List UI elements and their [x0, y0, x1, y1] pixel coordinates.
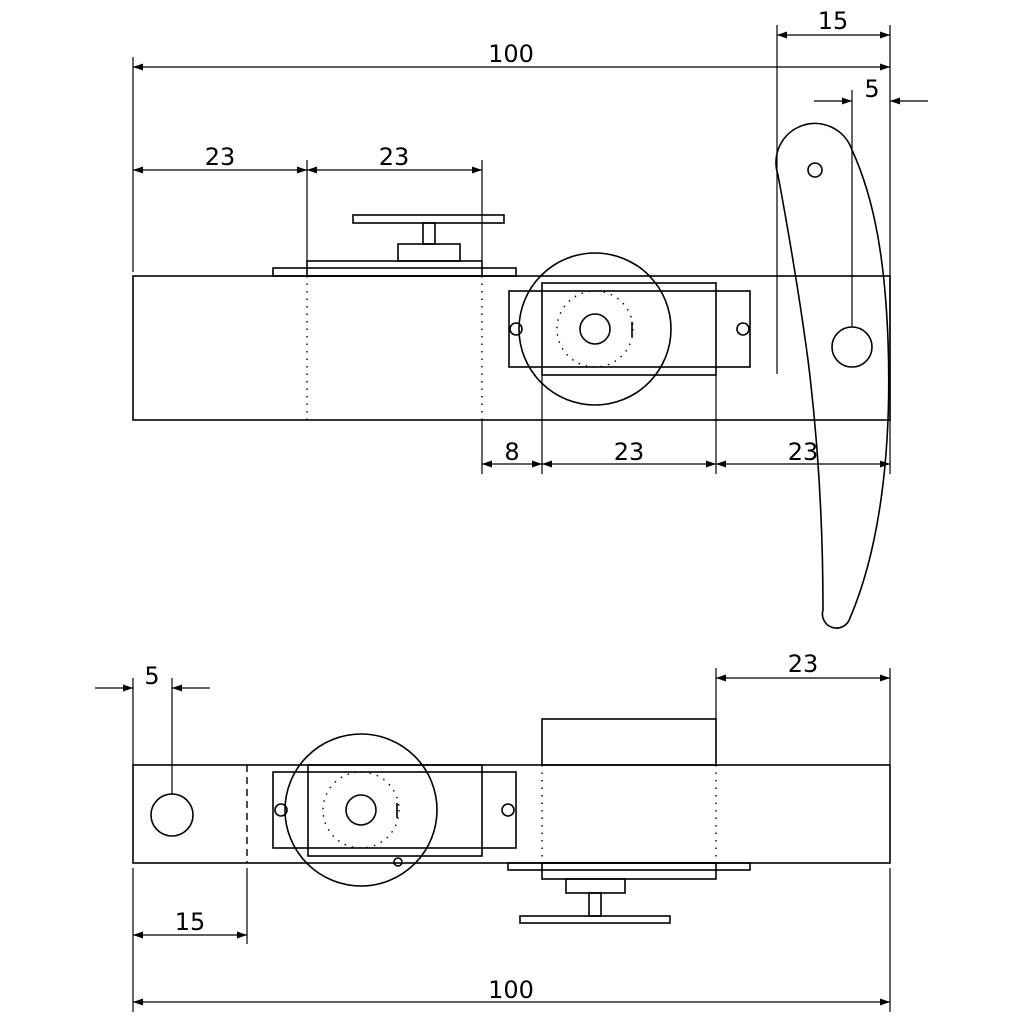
dim-label-pivot-offset: 5 — [864, 75, 879, 103]
servo-spline-circle — [556, 290, 634, 368]
servo-body — [541, 282, 717, 376]
dim-label-overall-width: 100 — [488, 40, 534, 68]
servo-mount-hole-right — [736, 322, 750, 336]
servo-horn-plate — [352, 214, 505, 224]
bottom-servo-spline-circle — [322, 771, 400, 849]
dim-label-middle-segment: 23 — [379, 143, 410, 171]
bottom-servo-tabs — [272, 771, 517, 849]
lower-servo-body — [541, 862, 717, 880]
servo-output-shaft — [579, 313, 611, 345]
bottom-pivot-hole — [150, 793, 194, 837]
bottom-servo-body — [307, 764, 483, 857]
bottom-servo-output-shaft — [345, 794, 377, 826]
bottom-lower-servo — [507, 862, 751, 924]
dim-label-block-width: 23 — [788, 650, 819, 678]
bottom-servo — [272, 733, 517, 887]
top-pivot-hole — [831, 326, 873, 368]
bottom-view: 5 23 15 100 — [95, 650, 891, 1012]
servo-horn-circle — [518, 252, 672, 406]
top-servo — [508, 252, 751, 406]
dim-label-servo-width: 23 — [614, 438, 645, 466]
lower-servo-shaft — [588, 892, 602, 917]
dim-label-right-segment: 23 — [788, 438, 819, 466]
lever-end-hole — [807, 162, 823, 178]
servo-tabs — [508, 290, 751, 368]
dim-label-left-offset: 15 — [175, 908, 206, 936]
bottom-servo-small-hole — [393, 857, 403, 867]
dim-label-hole-offset: 5 — [144, 662, 159, 690]
bottom-servo-horn-circle — [284, 733, 438, 887]
dim-label-left-segment: 23 — [205, 143, 236, 171]
lever-outline — [775, 122, 890, 629]
servo-mount-hole-left — [509, 322, 523, 336]
lower-servo-hub — [565, 878, 626, 894]
bottom-servo-hole-left — [274, 803, 288, 817]
servo-hub — [397, 243, 461, 262]
servo-shaft — [422, 222, 436, 245]
bottom-servo-hole-right — [501, 803, 515, 817]
top-lever — [775, 122, 890, 629]
top-upper-servo — [272, 214, 517, 277]
dim-label-gap: 8 — [504, 438, 519, 466]
top-view: 100 15 5 23 23 8 23 23 — [132, 7, 928, 629]
servo-mount-flange — [272, 267, 517, 277]
dim-label-bracket-offset: 15 — [818, 7, 849, 35]
dim-label-bottom-overall-width: 100 — [488, 976, 534, 1004]
servo-body-profile — [306, 260, 483, 277]
lower-servo-horn-plate — [519, 915, 671, 924]
lower-servo-flange — [507, 862, 751, 871]
bottom-upper-block — [541, 718, 717, 766]
